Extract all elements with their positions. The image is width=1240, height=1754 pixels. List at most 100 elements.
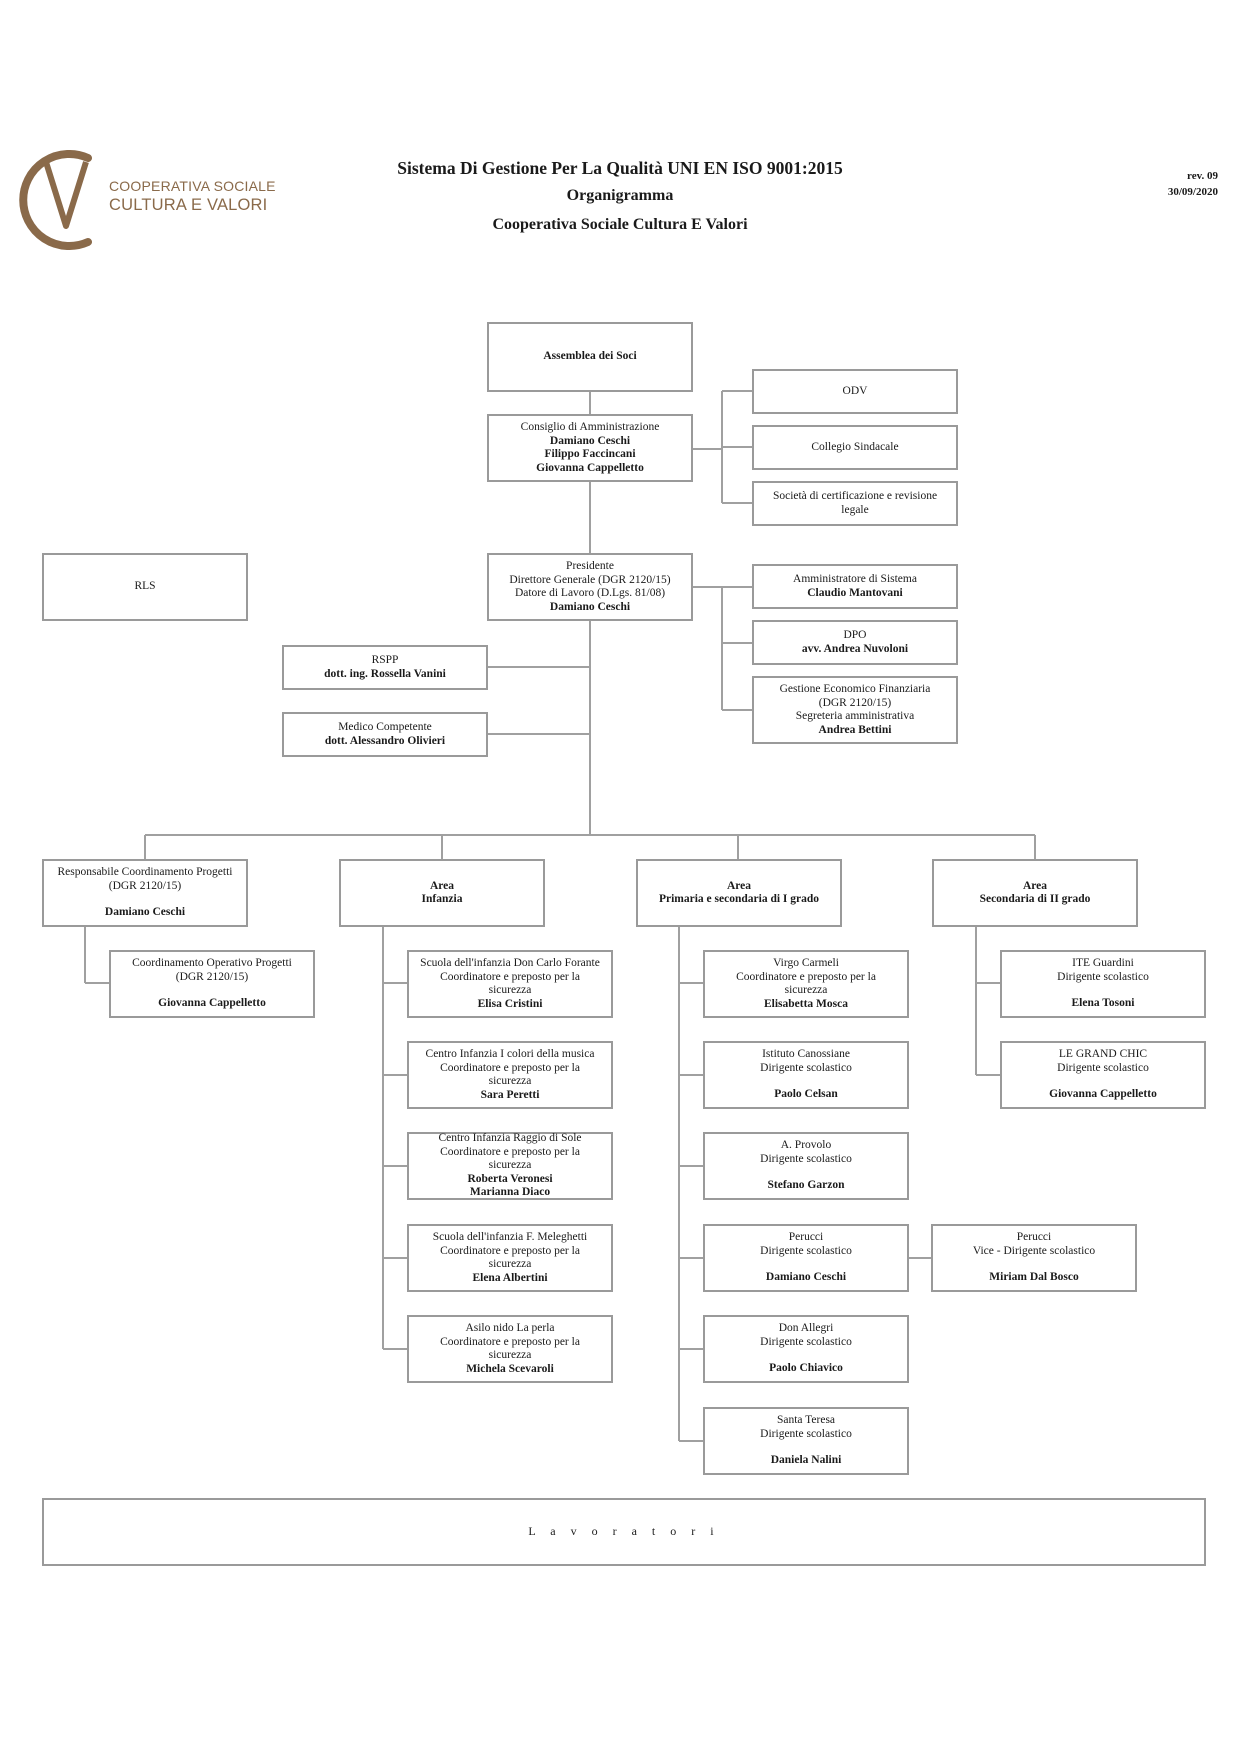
box-line: legale [841, 503, 869, 516]
box-collegio-sindacale: Collegio Sindacale [752, 425, 958, 470]
area-name: Infanzia [421, 893, 463, 905]
box-line: Coordinatore e preposto per la [440, 1145, 580, 1158]
box-line: Coordinatore e preposto per la [440, 1244, 580, 1257]
person-name: Elisabetta Mosca [763, 997, 848, 1010]
document-title: Sistema Di Gestione Per La Qualità UNI E… [397, 158, 843, 178]
box-asilo-la-perla: Asilo nido La perla Coordinatore e prepo… [407, 1315, 613, 1383]
box-line: Coordinatore e preposto per la [440, 1335, 580, 1348]
person-name: Stefano Garzon [767, 1179, 845, 1192]
box-line: Coordinatore e preposto per la [440, 1061, 580, 1074]
box-consiglio-amministrazione: Consiglio di Amministrazione Damiano Ces… [487, 414, 693, 482]
person-name: Daniela Nalini [770, 1454, 842, 1467]
box-line: Dirigente scolastico [1057, 970, 1149, 983]
box-line: Coordinamento Operativo Progetti [132, 957, 292, 970]
person-name: Roberta Veronesi [467, 1172, 553, 1185]
box-line: (DGR 2120/15) [818, 696, 892, 709]
box-area-primaria: Area Primaria e secondaria di I grado [636, 859, 842, 927]
person-name: Paolo Celsan [774, 1088, 838, 1101]
box-line: Dirigente scolastico [760, 1152, 852, 1165]
box-line: Dirigente scolastico [1057, 1061, 1149, 1074]
person-name: dott. ing. Rossella Vanini [324, 667, 446, 680]
box-title: RLS [134, 580, 156, 593]
box-title: DPO [843, 629, 867, 641]
box-title: Medico Competente [338, 721, 432, 733]
box-dpo: DPO avv. Andrea Nuvoloni [752, 620, 958, 665]
box-presidente: Presidente Direttore Generale (DGR 2120/… [487, 553, 693, 621]
person-name: Miriam Dal Bosco [989, 1271, 1079, 1284]
box-line: ITE Guardini [1072, 957, 1134, 970]
box-rspp: RSPP dott. ing. Rossella Vanini [282, 645, 488, 690]
box-line: A. Provolo [780, 1139, 832, 1152]
box-line: Coordinatore e preposto per la [736, 970, 876, 983]
box-line: Coordinatore e preposto per la [440, 970, 580, 983]
box-title: RSPP [371, 654, 399, 666]
box-line: Presidente [566, 560, 614, 572]
box-area-infanzia: Area Infanzia [339, 859, 545, 927]
box-centro-colori-musica: Centro Infanzia I colori della musica Co… [407, 1041, 613, 1109]
box-line: Responsabile Coordinamento Progetti [57, 866, 233, 879]
logo-text-line2: CULTURA E VALORI [109, 196, 268, 214]
person-name: Damiano Ceschi [549, 600, 631, 613]
box-centro-raggio-di-sole: Centro Infanzia Raggio di Sole Coordinat… [407, 1132, 613, 1200]
box-line: Istituto Canossiane [762, 1048, 850, 1061]
company-logo: COOPERATIVA SOCIALE CULTURA E VALORI [16, 150, 275, 250]
person-name: Giovanna Cappelletto [158, 997, 266, 1010]
box-line: Dirigente scolastico [760, 1427, 852, 1440]
box-line: Dirigente scolastico [760, 1061, 852, 1074]
person-name: Marianna Diaco [469, 1186, 551, 1199]
box-line: Vice - Dirigente scolastico [972, 1244, 1096, 1257]
area-label: Area [1022, 879, 1048, 892]
box-line: Direttore Generale (DGR 2120/15) [509, 573, 671, 586]
box-title: Consiglio di Amministrazione [520, 421, 660, 433]
person-name: Elena Tosoni [1071, 997, 1135, 1010]
person-name: Paolo Chiavico [769, 1362, 843, 1375]
box-line: Perucci [788, 1231, 824, 1244]
box-responsabile-coordinamento: Responsabile Coordinamento Progetti (DGR… [42, 859, 248, 927]
box-line: Santa Teresa [776, 1414, 836, 1427]
member-name: Giovanna Cappelletto [536, 461, 644, 474]
box-line: LE GRAND CHIC [1058, 1048, 1148, 1061]
box-line: (DGR 2120/15) [108, 879, 182, 892]
box-line: Dirigente scolastico [760, 1335, 852, 1348]
box-coordinamento-operativo: Coordinamento Operativo Progetti (DGR 21… [109, 950, 315, 1018]
box-line: sicurezza [784, 984, 828, 996]
box-title: Amministratore di Sistema [793, 573, 917, 585]
box-rls: RLS [42, 553, 248, 621]
box-santa-teresa: Santa Teresa Dirigente scolastico Daniel… [703, 1407, 909, 1475]
box-line: sicurezza [488, 1075, 532, 1087]
document-subtitle: Organigramma [566, 187, 674, 204]
person-name: Sara Peretti [480, 1088, 540, 1101]
box-name: Assemblea dei Soci [543, 350, 637, 363]
box-title: L a v o r a t o r i [528, 1524, 720, 1539]
box-line: Virgo Carmeli [773, 957, 839, 969]
box-assemblea-soci: Assemblea dei Soci [487, 322, 693, 392]
box-line: sicurezza [488, 1258, 532, 1270]
box-line: sicurezza [488, 984, 532, 996]
box-line: Centro Infanzia I colori della musica [425, 1048, 595, 1060]
person-name: Elisa Cristini [477, 997, 543, 1010]
person-name: Damiano Ceschi [104, 906, 186, 919]
box-title: ODV [842, 384, 868, 397]
person-name: Claudio Mantovani [807, 586, 903, 599]
box-line: Perucci [1016, 1231, 1052, 1244]
box-line: Asilo nido La perla [465, 1322, 555, 1334]
box-line: (DGR 2120/15) [175, 970, 249, 983]
box-virgo-carmeli: Virgo Carmeli Coordinatore e preposto pe… [703, 950, 909, 1018]
box-line: Segreteria amministrativa [795, 710, 915, 722]
person-name: Damiano Ceschi [765, 1271, 847, 1284]
person-name: Michela Scevaroli [466, 1362, 554, 1375]
organization-name: Cooperativa Sociale Cultura E Valori [492, 216, 748, 233]
box-line: sicurezza [488, 1159, 532, 1172]
person-name: dott. Alessandro Olivieri [324, 734, 446, 747]
member-name: Damiano Ceschi [549, 434, 631, 447]
box-medico-competente: Medico Competente dott. Alessandro Olivi… [282, 712, 488, 757]
area-label: Area [726, 879, 752, 892]
box-line: Don Allegri [778, 1322, 834, 1335]
box-scuola-meleghetti: Scuola dell'infanzia F. Meleghetti Coord… [407, 1224, 613, 1292]
revision-date: 30/09/2020 [1167, 186, 1218, 198]
person-name: Giovanna Cappelletto [1049, 1088, 1157, 1101]
box-ite-guardini: ITE Guardini Dirigente scolastico Elena … [1000, 950, 1206, 1018]
area-name: Primaria e secondaria di I grado [658, 893, 820, 905]
area-name: Secondaria di II grado [979, 893, 1091, 905]
